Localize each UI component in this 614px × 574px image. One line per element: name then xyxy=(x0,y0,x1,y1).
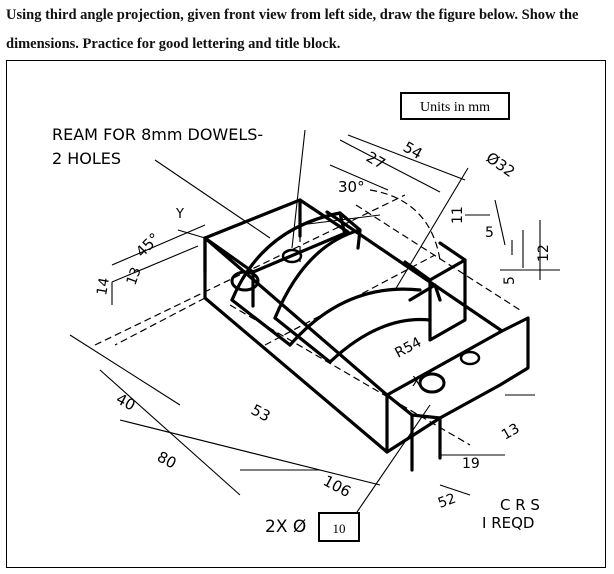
hole-callout-box xyxy=(318,512,360,542)
instruction-line-2: dimensions. Practice for good lettering … xyxy=(6,36,341,52)
crs-line-1: C R S xyxy=(500,496,540,514)
drawing-frame xyxy=(6,60,606,568)
dim-52: 52 xyxy=(436,491,458,512)
dim-27: 27 xyxy=(363,148,389,173)
hole-front xyxy=(418,372,446,394)
label-y: Y xyxy=(175,207,184,222)
dim-13-left: 13 xyxy=(124,265,145,287)
dim-5-upper: 5 xyxy=(485,225,494,241)
dim-80: 80 xyxy=(154,448,179,473)
dim-106: 106 xyxy=(320,472,354,501)
dimension-lines xyxy=(69,129,560,516)
crs-line-2: I REQD xyxy=(482,514,534,532)
dim-30deg: 30° xyxy=(338,178,365,196)
dim-r54: R54 xyxy=(392,334,424,361)
dim-40: 40 xyxy=(113,390,138,415)
dim-19: 19 xyxy=(462,456,480,472)
dowel-hole-right xyxy=(459,350,481,366)
dim-13-right: 13 xyxy=(499,421,522,444)
label-x: X xyxy=(412,375,421,390)
dim-45deg: 45° xyxy=(132,229,164,261)
dim-53: 53 xyxy=(248,401,273,426)
dowel-hole-left xyxy=(281,248,303,264)
ream-note-line-2: 2 HOLES xyxy=(52,149,121,168)
dim-5-lower: 5 xyxy=(502,276,518,285)
center-lines xyxy=(94,189,521,446)
dim-14: 14 xyxy=(94,276,113,296)
dim-11: 11 xyxy=(450,206,466,224)
dim-12: 12 xyxy=(536,244,552,262)
instruction-line-1: Using third angle projection, given fron… xyxy=(6,7,579,23)
hole-callout-prefix: 2X Ø xyxy=(265,517,306,537)
hole-callout-value: 10 xyxy=(333,521,346,536)
part-outline xyxy=(203,198,530,472)
dim-dia-32: Ø32 xyxy=(483,149,519,181)
dim-54: 54 xyxy=(400,138,426,163)
ream-note-line-1: REAM FOR 8mm DOWELS- xyxy=(52,125,263,144)
units-box xyxy=(400,92,510,120)
units-label: Units in mm xyxy=(420,100,490,115)
